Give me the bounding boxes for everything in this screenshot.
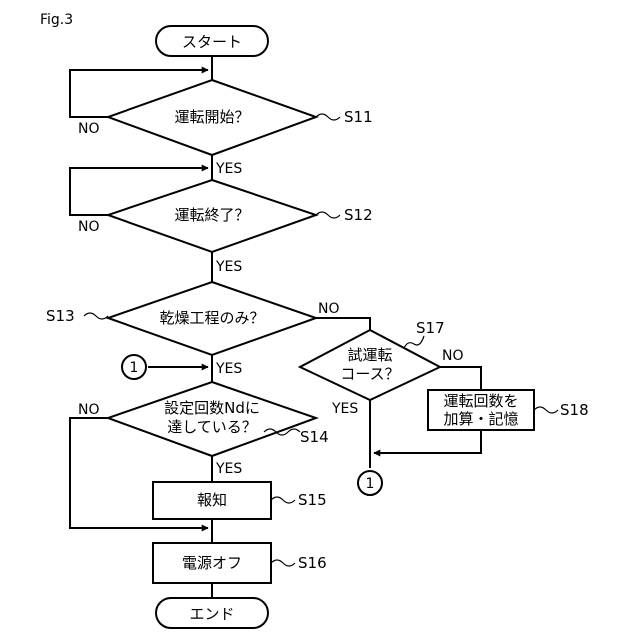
no-label-s17: NO [442, 348, 464, 364]
decision-run-end-label: 運転終了？ [174, 206, 249, 224]
end-terminal: エンド [156, 598, 268, 628]
decision-dry-only: 乾燥工程のみ？ [108, 282, 316, 355]
process-power-off-label: 電源オフ [182, 554, 242, 572]
process-notify-label: 報知 [197, 491, 227, 509]
squiggle-s17 [404, 336, 424, 348]
squiggle-s11 [316, 114, 340, 120]
decision-trial-line2: コース？ [340, 365, 399, 383]
flow-s13-no-to-s17 [312, 318, 370, 330]
process-notify: 報知 [153, 482, 271, 519]
step-references: S11 S12 S13 S14 S15 S16 S17 S18 [46, 108, 589, 572]
decision-dry-only-label: 乾燥工程のみ？ [159, 309, 264, 327]
figure-label: Fig.3 [40, 12, 73, 28]
yes-label-s13: YES [215, 361, 242, 377]
connector-1-entry-label: 1 [130, 360, 139, 376]
no-label-s14: NO [78, 402, 100, 418]
step-s18: S18 [560, 401, 589, 419]
connector-1-entry: 1 [122, 355, 146, 379]
step-s12: S12 [344, 206, 373, 224]
step-s15: S15 [298, 491, 327, 509]
squiggle-s12 [316, 212, 340, 218]
connector-1-exit: 1 [358, 471, 382, 495]
no-label-s13: NO [318, 301, 340, 317]
no-label-s12: NO [78, 219, 100, 235]
squiggle-s18 [534, 407, 558, 413]
step-s16: S16 [298, 554, 327, 572]
connector-1-exit-label: 1 [366, 476, 375, 492]
yes-label-s14: YES [215, 461, 242, 477]
decision-run-start: 運転開始？ [108, 80, 316, 155]
no-label-s11: NO [78, 121, 100, 137]
process-add-store-line2: 加算・記憶 [443, 410, 518, 428]
decision-trial-line1: 試運転 [347, 346, 392, 364]
yes-label-s12: YES [215, 259, 242, 275]
decision-run-start-label: 運転開始？ [174, 108, 249, 126]
decision-count-reached: 設定回数Ndに 達している？ [108, 382, 316, 456]
decision-count-line1: 設定回数Ndに [164, 399, 260, 417]
step-s17: S17 [416, 319, 445, 337]
process-add-store-line1: 運転回数を [443, 392, 518, 410]
yes-label-s17: YES [331, 401, 358, 417]
decision-trial-course: 試運転 コース？ [300, 330, 440, 400]
squiggle-s15 [271, 497, 295, 503]
squiggle-s16 [271, 560, 295, 566]
start-terminal: スタート [156, 26, 268, 56]
start-label: スタート [182, 33, 242, 51]
step-s14: S14 [300, 428, 329, 446]
step-s13: S13 [46, 307, 75, 325]
yes-label-s11: YES [215, 161, 242, 177]
flow-s18-return [374, 430, 481, 453]
decision-count-line2: 達している？ [167, 418, 257, 436]
decision-run-end: 運転終了？ [108, 180, 316, 252]
process-add-store: 運転回数を 加算・記憶 [428, 390, 534, 430]
end-label: エンド [189, 605, 234, 623]
step-s11: S11 [344, 108, 373, 126]
squiggle-s13 [84, 313, 108, 319]
process-power-off: 電源オフ [153, 543, 271, 583]
flow-s17-no-to-s18 [440, 367, 481, 390]
